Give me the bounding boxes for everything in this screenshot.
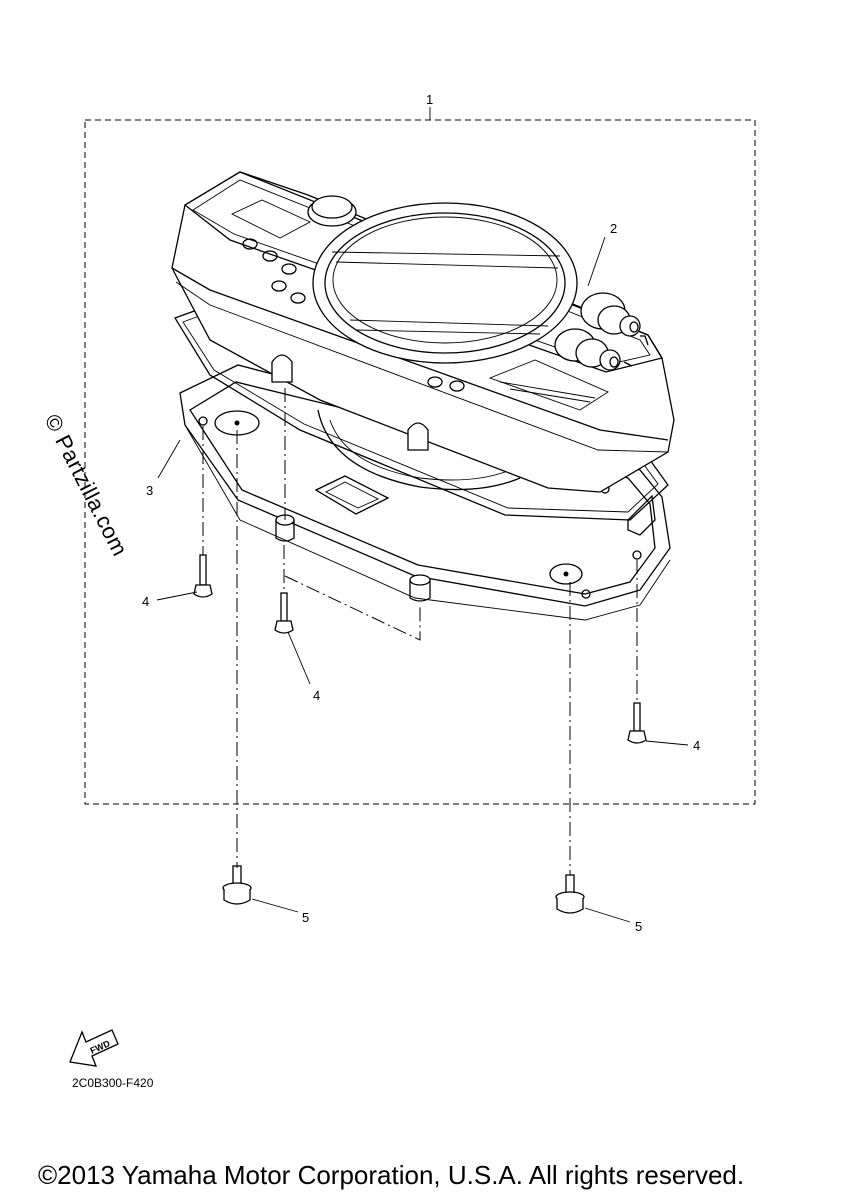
diagram-code: 2C0B300-F420: [72, 1076, 154, 1090]
leader-lines: [156, 236, 689, 923]
callout-5-left: 5: [302, 910, 309, 925]
callout-4-left: 4: [142, 594, 149, 609]
assembly-boundary: 1: [84, 92, 756, 805]
fwd-arrow-icon: FWD: [69, 1029, 119, 1067]
copyright-notice: ©2013 Yamaha Motor Corporation, U.S.A. A…: [38, 1160, 745, 1190]
meter-upper-body: [171, 171, 675, 493]
screw-left: [193, 554, 213, 598]
bolt-left: [222, 865, 252, 905]
chain-lines: [202, 388, 638, 875]
screw-center: [274, 592, 294, 634]
screw-right: [627, 702, 647, 744]
callout-5-right: 5: [635, 919, 642, 934]
callout-4-center: 4: [313, 688, 320, 703]
callout-4-right: 4: [693, 738, 700, 753]
callout-3: 3: [146, 483, 153, 498]
callout-1: 1: [426, 92, 433, 107]
callout-2: 2: [610, 221, 617, 236]
meter-connector-pair: [554, 292, 649, 371]
bolt-right: [555, 874, 585, 914]
